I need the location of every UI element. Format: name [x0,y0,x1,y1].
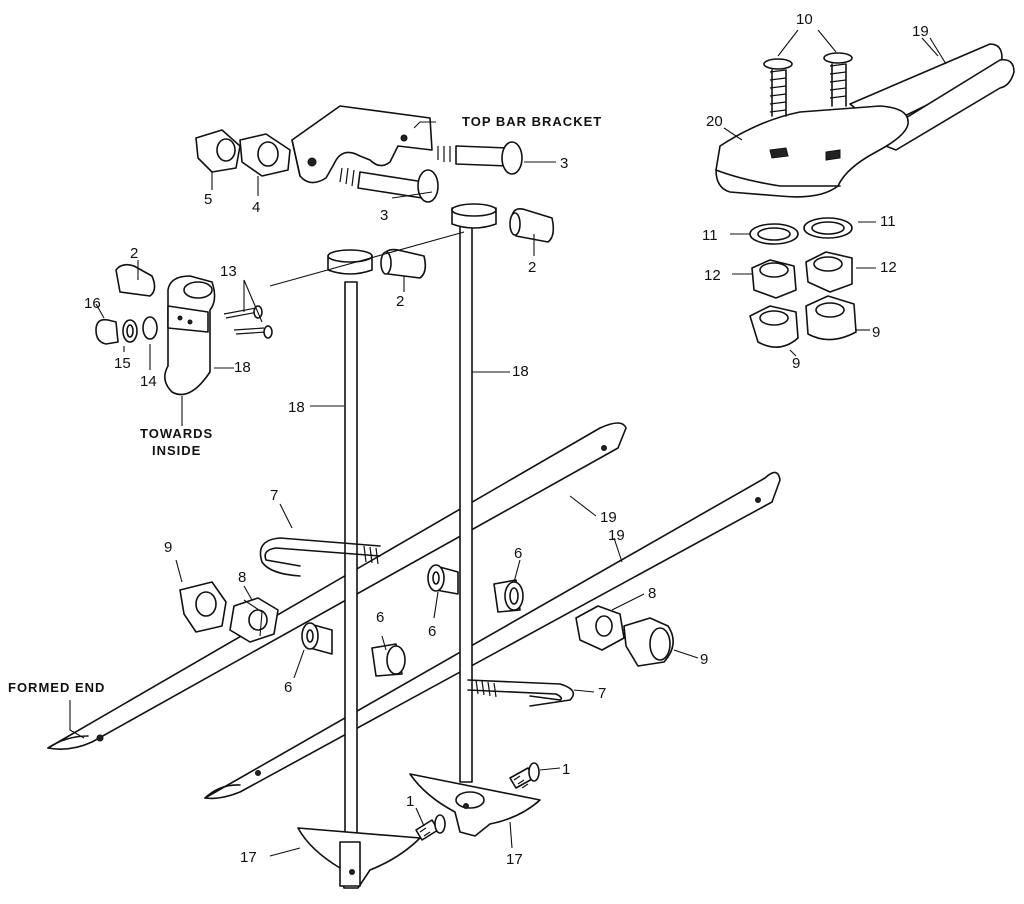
u-bolt-upper [259,537,381,577]
label-formed-end: FORMED END [8,680,105,695]
top-bar-bracket [291,105,433,184]
callout-9-d: 9 [872,324,880,341]
callout-3-a: 3 [560,155,568,172]
callout-1-b: 1 [406,793,414,810]
screws-13 [223,305,273,339]
text-labels: TOP BAR BRACKET TOWARDS INSIDE FORMED EN… [8,114,602,695]
callout-2-b: 2 [528,259,536,276]
cap-2-b [380,248,427,279]
inset-bracket-20 [715,105,909,198]
callout-15: 15 [114,355,131,372]
callout-4: 4 [252,199,260,216]
callout-1-a: 1 [562,761,570,778]
callout-12-a: 12 [704,267,721,284]
callout-13: 13 [220,263,237,280]
leader-lines [69,29,947,857]
bolt-3-upper [437,141,523,175]
callout-17-b: 17 [506,851,523,868]
callout-16: 16 [84,295,101,312]
screw-right [509,762,540,789]
cap-2-a [509,208,555,243]
callout-20: 20 [706,113,723,130]
nut-5 [195,129,241,173]
inset-washers-11 [749,217,853,245]
inset-bolts-10 [763,52,853,117]
callout-12-b: 12 [880,259,897,276]
callout-9-c: 9 [792,355,800,372]
side-rail-right [204,471,781,800]
bushing-upper-a [427,564,459,595]
foot-right [409,773,541,837]
callout-2-a: 2 [130,245,138,262]
bushing-lower-b [371,643,406,677]
callout-5: 5 [204,191,212,208]
callout-3-b: 3 [380,207,388,224]
leg-right [451,203,497,783]
callout-18-a: 18 [234,359,251,376]
callout-8-a: 8 [238,569,246,586]
callout-14: 14 [140,373,157,390]
callout-18-b: 18 [512,363,529,380]
inset-nuts-12 [751,251,853,299]
callout-19-c: 19 [608,527,625,544]
callout-2-c: 2 [396,293,404,310]
label-towards-inside-2: INSIDE [152,443,201,458]
leg-left [327,249,373,843]
capnut-9-right [623,617,674,667]
label-towards-inside-1: TOWARDS [140,426,213,441]
foot-left [297,827,421,889]
callout-11-b: 11 [880,213,896,230]
callout-6-d: 6 [284,679,292,696]
nut-8-right [575,605,625,651]
bolt-3-lower [339,167,439,203]
screw-left [415,814,446,841]
callout-7-b: 7 [598,685,606,702]
side-rail-left [47,422,627,750]
callout-17-a: 17 [240,849,257,866]
callout-9-b: 9 [700,651,708,668]
nut-4 [239,133,291,177]
callout-6-c: 6 [376,609,384,626]
inset-leg-detail [95,263,216,396]
callout-9-a: 9 [164,539,172,556]
callout-19-a: 19 [912,23,929,40]
callout-7-a: 7 [270,487,278,504]
capnut-9-left [179,581,227,633]
callout-6-b: 6 [428,623,436,640]
label-top-bar-bracket: TOP BAR BRACKET [462,114,602,129]
u-bolt-lower [467,679,575,707]
callout-19-b: 19 [600,509,617,526]
inset-capnuts-9 [749,295,857,348]
callout-6-a: 6 [514,545,522,562]
nut-8-left [229,597,279,643]
callout-numbers: 1 1 2 2 2 3 3 4 5 6 6 6 6 7 7 8 8 9 9 9 … [84,11,929,868]
callout-8-b: 8 [648,585,656,602]
bushing-lower-a [301,622,333,655]
callout-11-a: 11 [702,227,718,244]
callout-10: 10 [796,11,813,28]
callout-18-c: 18 [288,399,305,416]
bushing-upper-b [493,579,524,613]
